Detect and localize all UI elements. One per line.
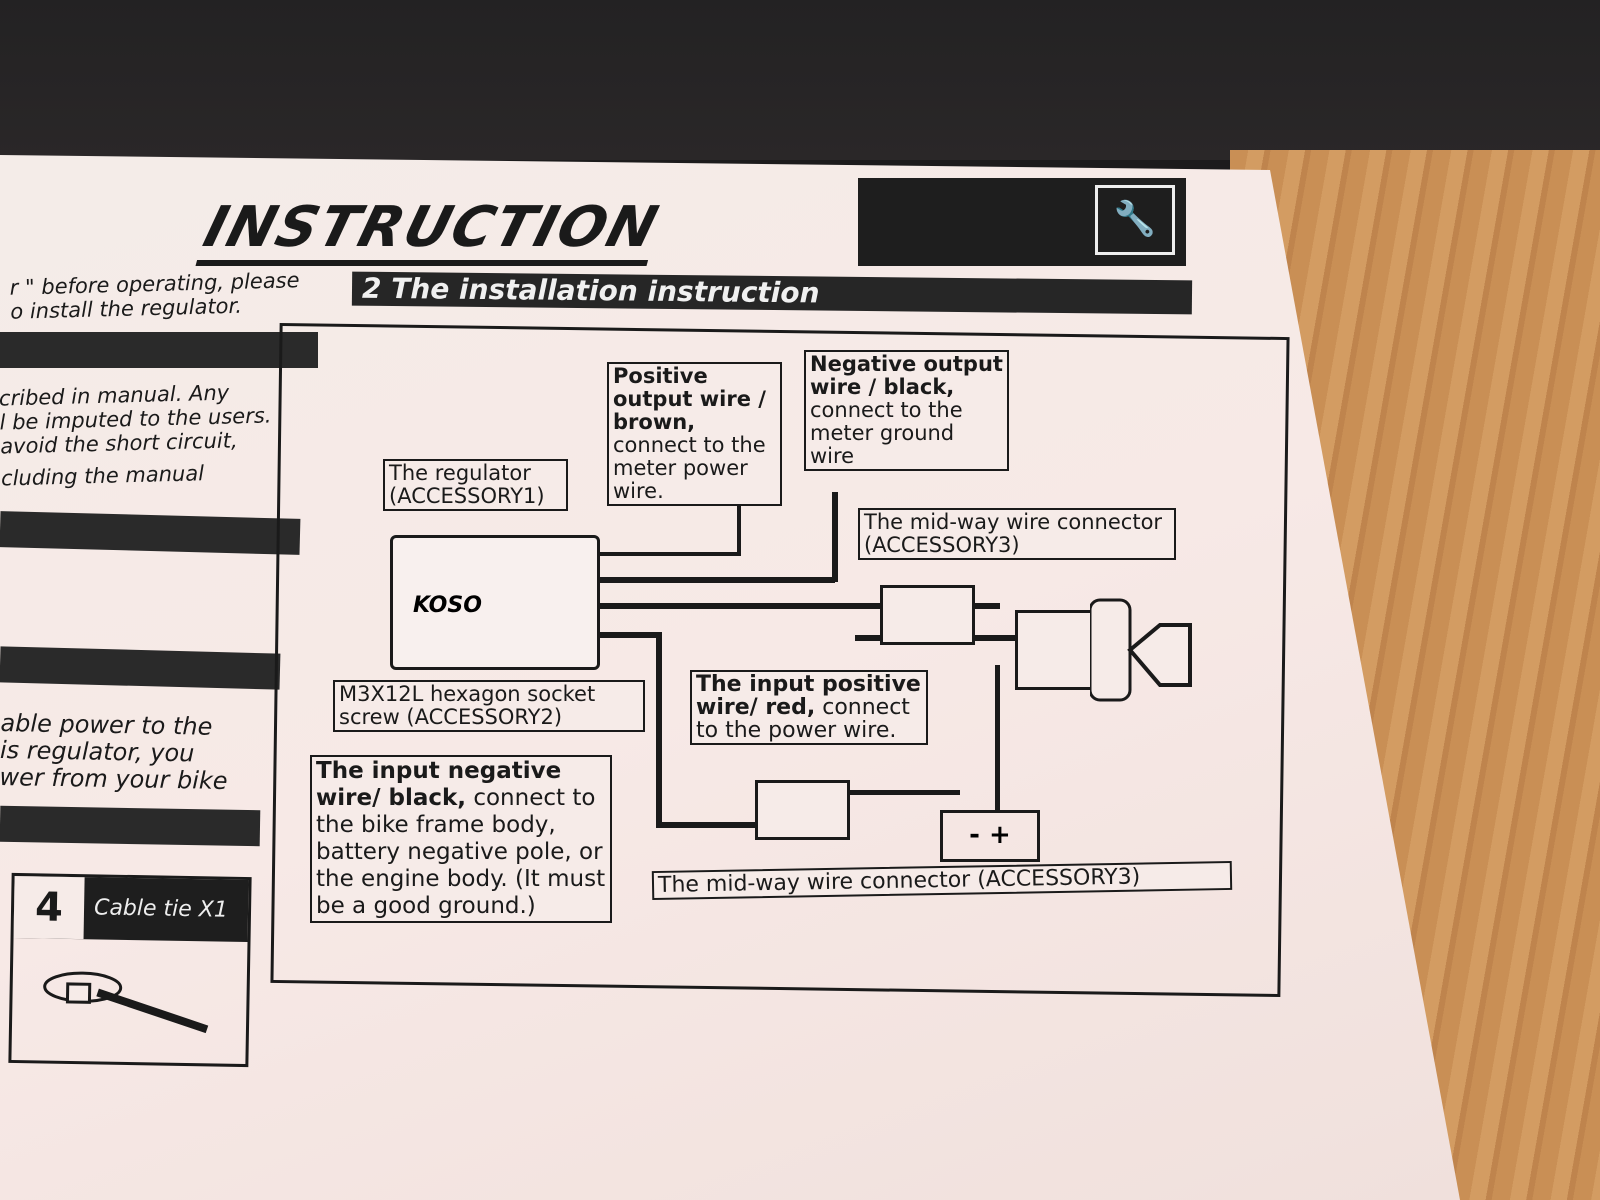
label-input-negative: The input negative wire/ black, connect … bbox=[310, 755, 612, 923]
koso-regulator: KOSO bbox=[390, 535, 600, 670]
wire-battery bbox=[995, 665, 1000, 810]
wire-positive-output bbox=[737, 490, 741, 556]
kit-number: 4 bbox=[13, 875, 85, 940]
section-bar bbox=[0, 805, 261, 847]
background-dark-surface bbox=[0, 0, 1600, 160]
wire-input-positive bbox=[600, 603, 1000, 609]
wire-negative-output bbox=[600, 577, 835, 583]
label-input-positive: The input positive wire/ red, connect to… bbox=[690, 670, 928, 745]
left-paragraph-1: r " before operating, please o install t… bbox=[9, 268, 300, 324]
left-paragraph-3: able power to the is regulator, you wer … bbox=[0, 709, 229, 795]
wire-negative-output bbox=[832, 492, 838, 582]
kit-item-cable-tie: Cable tie X1 4 bbox=[8, 872, 252, 1068]
label-negative-output: Negative output wire / black, connect to… bbox=[804, 350, 1009, 471]
label-positive-output: Positive output wire / brown, connect to… bbox=[607, 362, 782, 506]
header-black-box bbox=[858, 178, 1186, 266]
section-bar bbox=[0, 332, 318, 368]
mechanic-tool-icon: 🔧 bbox=[1095, 185, 1175, 255]
wire-input-negative bbox=[600, 632, 660, 638]
midway-connector-top bbox=[880, 585, 975, 645]
label-regulator: The regulator (ACCESSORY1) bbox=[383, 459, 568, 511]
ignition-key-icon bbox=[1090, 598, 1192, 702]
left-paragraph-2: cribed in manual. Any l be imputed to th… bbox=[0, 379, 273, 491]
wire-input-negative bbox=[656, 632, 662, 827]
section-bar bbox=[0, 646, 281, 690]
text-line: wer from your bike bbox=[0, 763, 228, 795]
wire-positive-output bbox=[600, 552, 740, 556]
brand-logo: KOSO bbox=[413, 593, 482, 618]
cable-tie-icon bbox=[43, 971, 209, 1034]
wire-battery bbox=[850, 790, 960, 795]
wire-input-negative bbox=[656, 822, 766, 828]
label-screw: M3X12L hexagon socket screw (ACCESSORY2) bbox=[333, 680, 645, 732]
battery: - + bbox=[940, 810, 1040, 862]
midway-connector-bottom bbox=[755, 780, 850, 840]
page-title: INSTRUCTION bbox=[195, 195, 666, 266]
label-connector-top: The mid-way wire connector (ACCESSORY3) bbox=[858, 508, 1176, 560]
